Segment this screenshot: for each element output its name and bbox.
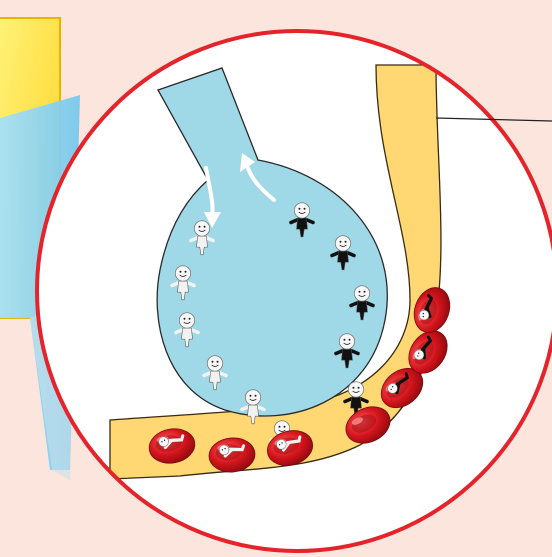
gas-exchange-diagram	[0, 0, 552, 557]
diagram-stage	[0, 0, 552, 557]
